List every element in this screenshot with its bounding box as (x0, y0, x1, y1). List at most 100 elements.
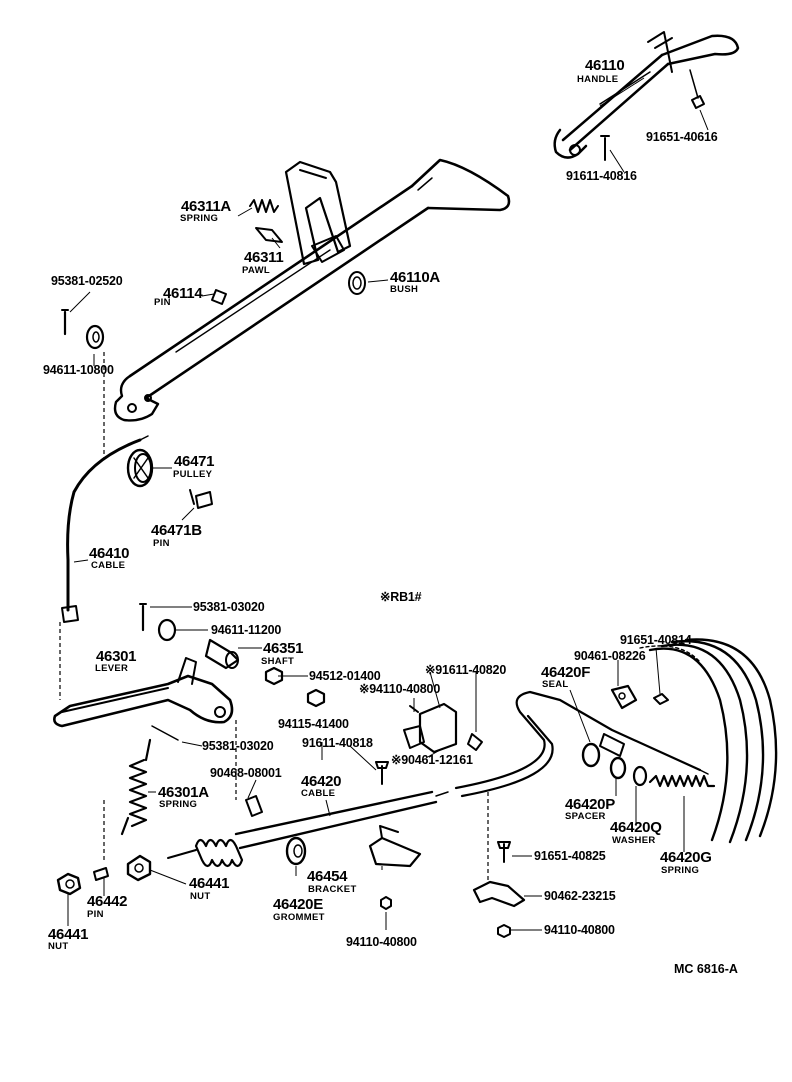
part-number-spacer: 46420P (565, 796, 615, 813)
part-number-bush: 46110A (390, 269, 440, 286)
part-number-lever: 46301 (96, 648, 137, 665)
part-number-94110-40800-a: ※94110-40800 (359, 682, 441, 696)
part-number-pin-1: 46114 (163, 285, 203, 302)
cable-end-icon (599, 733, 625, 757)
brake-drum-icon (639, 638, 778, 844)
part-name-spring-1: SPRING (180, 213, 219, 224)
part-number-shaft: 46351 (263, 640, 304, 657)
part-number-pin-3: 46442 (87, 893, 128, 910)
pawl-bracket-icon (284, 160, 352, 266)
nut-icon (56, 872, 82, 896)
part-number-grommet: 46420E (273, 896, 323, 913)
part-name-cable-2: CABLE (301, 788, 336, 799)
drawing-code: MC 6816-A (674, 962, 738, 976)
part-number-95381-02520: 95381-02520 (51, 274, 123, 288)
part-name-pulley: PULLEY (173, 469, 213, 480)
part-name-shaft: SHAFT (261, 656, 295, 667)
part-number-94110-40800-c: 94110-40800 (346, 935, 417, 949)
part-number-91611-40816: 91611-40816 (566, 169, 637, 183)
part-number-90462-23215: 90462-23215 (544, 889, 616, 903)
nut-6-icon (380, 896, 392, 910)
pulley-icon (126, 448, 154, 488)
bracket-icon (368, 825, 422, 868)
center-bracket-icon (403, 702, 458, 754)
part-number-spring-3: 46420G (660, 849, 712, 866)
nut-2-icon (126, 854, 152, 882)
bolt-right-icon (497, 841, 511, 863)
part-number-nut-1: 46441 (189, 875, 230, 892)
part-name-bracket: BRACKET (308, 884, 357, 895)
cable-boot-icon (167, 838, 244, 868)
bush-icon (348, 271, 366, 295)
part-number-pin-pulley: 46471B (151, 522, 202, 539)
part-number-91651-40825: 91651-40825 (534, 849, 606, 863)
part-name-seal: SEAL (542, 679, 569, 690)
cotter-pin-2-icon (139, 603, 147, 632)
part-name-pin-1: PIN (154, 297, 171, 308)
part-number-94115-41400: 94115-41400 (278, 717, 349, 731)
spring-small-icon (249, 199, 279, 213)
part-name-nut-2: NUT (48, 941, 69, 952)
clip-icon (245, 795, 263, 817)
spring-2-icon (120, 738, 152, 836)
leader-lines (67, 77, 709, 931)
cable-loop-icon (454, 690, 709, 798)
part-number-94611-10800: 94611-10800 (43, 363, 114, 377)
lower-cable-icon (234, 790, 449, 850)
grommet-icon (285, 836, 307, 866)
part-name-spring-2: SPRING (159, 799, 198, 810)
part-number-95381-03020-a: 95381-03020 (193, 600, 265, 614)
part-number-90468-08001: 90468-08001 (210, 766, 282, 780)
main-handle-icon (113, 158, 511, 422)
part-name-handle: HANDLE (577, 74, 619, 85)
part-number-91651-40814: 91651-40814 (620, 633, 692, 647)
part-number-spring-1: 46311A (181, 198, 231, 215)
spring-3-icon (648, 774, 716, 788)
part-name-lever: LEVER (95, 663, 129, 674)
part-name-washer: WASHER (612, 835, 656, 846)
part-number-94512-01400: 94512-01400 (309, 669, 381, 683)
part-name-pawl: PAWL (242, 265, 270, 276)
part-number-nut-2: 46441 (48, 926, 89, 943)
clamp-icon (610, 684, 669, 710)
bracket-2-icon (472, 880, 526, 908)
part-number-cable-1: 46410 (89, 545, 130, 562)
part-number-90461-08226: 90461-08226 (574, 649, 646, 663)
nut-3-icon (264, 666, 284, 686)
nut-5-icon (497, 924, 511, 938)
legend-mark: ※RB1# (380, 590, 422, 604)
part-number-91651-40616: 91651-40616 (646, 130, 718, 144)
pin-pulley-icon (189, 489, 213, 509)
washer-2-icon (157, 618, 177, 642)
pawl-icon (255, 227, 283, 243)
part-number-washer: 46420Q (610, 819, 662, 836)
part-name-pin-pulley: PIN (153, 538, 170, 549)
part-name-spring-3: SPRING (661, 865, 700, 876)
part-name-grommet: GROMMET (273, 912, 325, 923)
seal-icon (581, 742, 601, 768)
part-number-handle: 46110 (585, 57, 625, 74)
part-name-bush: BUSH (390, 284, 419, 295)
part-number-cable-2: 46420 (301, 773, 342, 790)
lever-icon (53, 657, 234, 728)
nut-4-icon (306, 688, 326, 708)
part-number-seal: 46420F (541, 664, 591, 681)
part-name-pin-3: PIN (87, 909, 104, 920)
part-number-94110-40800-b: 94110-40800 (544, 923, 615, 937)
washer-icon (85, 324, 105, 350)
part-number-pulley: 46471 (174, 453, 215, 470)
part-number-90461-12161: ※90461-12161 (391, 753, 473, 767)
part-number-91611-40820: ※91611-40820 (425, 663, 507, 677)
pin-small-icon (211, 289, 227, 305)
part-number-91611-40818: 91611-40818 (302, 736, 373, 750)
part-name-spacer: SPACER (565, 811, 606, 822)
part-name-nut-1: NUT (190, 891, 211, 902)
upper-cable-icon (61, 435, 149, 623)
part-number-95381-03020-b: 95381-03020 (202, 739, 274, 753)
cotter-pin-icon (61, 309, 69, 336)
washer-3-icon (632, 765, 648, 787)
part-number-bracket: 46454 (307, 868, 348, 885)
shaft-icon (204, 638, 240, 670)
